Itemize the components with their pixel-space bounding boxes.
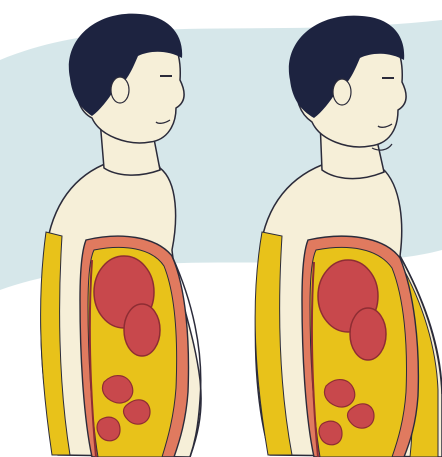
stomach-right — [350, 308, 386, 360]
ear-right — [333, 79, 351, 105]
stomach-left — [124, 304, 160, 356]
ear-left — [111, 77, 129, 103]
abdomen-left — [80, 236, 188, 457]
